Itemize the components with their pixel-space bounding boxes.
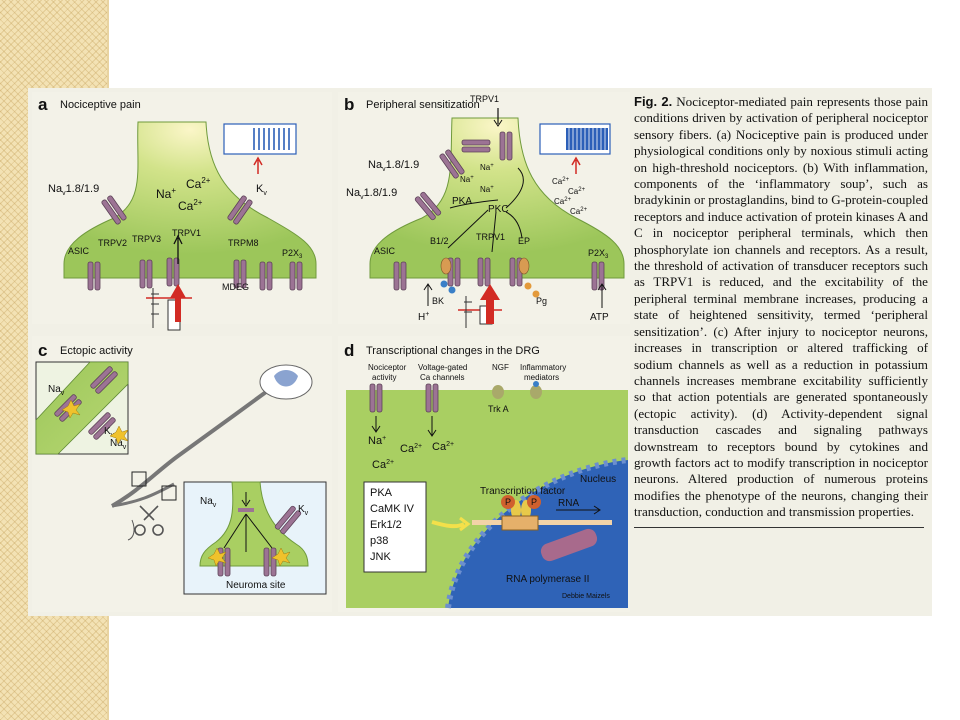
panel-c-title: Ectopic activity bbox=[60, 345, 133, 357]
figure-label: Fig. 2. bbox=[634, 94, 673, 109]
figure-caption: Fig. 2. Nociceptor-mediated pain represe… bbox=[634, 94, 928, 614]
nav-label-c2: Nav bbox=[110, 438, 127, 451]
ca-label-d2: Ca2+ bbox=[432, 441, 454, 453]
ca-label-a1: Ca2+ bbox=[186, 176, 211, 191]
kv-label-c2: Kv bbox=[298, 504, 309, 517]
nav-label-c1: Nav bbox=[48, 384, 65, 397]
na-label-b1: Na+ bbox=[480, 163, 494, 172]
inflammatory-label: Inflammatory bbox=[520, 363, 566, 372]
ca-label-b3: Ca2+ bbox=[554, 197, 572, 206]
artist-credit: Debbie Maizels bbox=[562, 593, 610, 600]
nociceptor-label: Nociceptor bbox=[368, 363, 407, 372]
panel-b-letter: b bbox=[344, 95, 354, 114]
asic-label-b: ASIC bbox=[374, 246, 396, 256]
mediators-label: mediators bbox=[524, 373, 559, 382]
caption-text: Nociceptor-mediated pain represents thos… bbox=[634, 94, 929, 520]
panel-c: c Ectopic activity Nav Kv Nav Nav bbox=[32, 336, 332, 612]
nav-lower-label-b: Nav1.8/1.9 bbox=[346, 187, 397, 201]
kinase-item: JNK bbox=[370, 551, 391, 563]
asic-label-a: ASIC bbox=[68, 246, 90, 256]
bk-label-b: BK bbox=[432, 296, 444, 306]
panel-a: a Nociceptive pain Nav1.8/1.9 Na+ Ca2+ C… bbox=[32, 92, 332, 331]
pka-label-b: PKA bbox=[452, 196, 472, 207]
panel-d-letter: d bbox=[344, 341, 354, 360]
dna-strand bbox=[472, 520, 612, 525]
mdeg-label-a: MDEG bbox=[222, 282, 249, 292]
ca-label-b4: Ca2+ bbox=[570, 207, 588, 216]
ca-label-d3: Ca2+ bbox=[372, 459, 394, 471]
nav-upper-label-b: Nav1.8/1.9 bbox=[368, 159, 419, 173]
p2x3-label-b: P2X3 bbox=[588, 248, 609, 260]
trpv1-top-label-b: TRPV1 bbox=[470, 94, 499, 104]
panel-d: d Transcriptional changes in the DRG Noc… bbox=[338, 336, 630, 612]
kinase-item: PKA bbox=[370, 487, 393, 499]
voltage-gated-label: Voltage-gated bbox=[418, 363, 467, 372]
na-label-b2: Na+ bbox=[460, 175, 474, 184]
trka-label: Trk A bbox=[488, 404, 509, 414]
neuroma-label: Neuroma site bbox=[226, 580, 286, 591]
na-label-d: Na+ bbox=[368, 435, 386, 447]
trpv1-label-a: TRPV1 bbox=[172, 228, 201, 238]
trpv2-label-a: TRPV2 bbox=[98, 238, 127, 248]
trpv1-label-b: TRPV1 bbox=[476, 232, 505, 242]
ca-label-b1: Ca2+ bbox=[552, 177, 570, 186]
transcription-factor-label: Transcription factor bbox=[480, 486, 566, 497]
figure-diagram: a Nociceptive pain Nav1.8/1.9 Na+ Ca2+ C… bbox=[32, 92, 630, 612]
spike-train-a bbox=[253, 128, 290, 150]
phospho-p1: P bbox=[505, 497, 511, 507]
ca-channels-label: Ca channels bbox=[420, 373, 464, 382]
nucleus-label: Nucleus bbox=[580, 474, 616, 485]
pg-label-b: Pg bbox=[536, 296, 547, 306]
phospho-p2: P bbox=[531, 497, 537, 507]
panel-d-title: Transcriptional changes in the DRG bbox=[366, 345, 540, 357]
caption-rule bbox=[634, 526, 924, 528]
rna-label: RNA bbox=[558, 498, 579, 509]
kv-label-a: Kv bbox=[256, 183, 267, 197]
na-label-a: Na+ bbox=[156, 186, 176, 201]
stimulus-b bbox=[458, 284, 502, 328]
nav-label-c3: Nav bbox=[200, 496, 217, 509]
terminal-a bbox=[63, 121, 317, 279]
ep-label-b: EP bbox=[518, 236, 530, 246]
p2x3-label-a: P2X3 bbox=[282, 248, 303, 260]
nav-label-a: Nav1.8/1.9 bbox=[48, 183, 99, 197]
stimulus-a bbox=[146, 284, 192, 331]
panel-a-letter: a bbox=[38, 95, 48, 114]
atp-label-b: ATP bbox=[590, 312, 609, 323]
raster-box-a bbox=[223, 123, 297, 155]
panel-a-title: Nociceptive pain bbox=[60, 99, 141, 111]
pkc-label-b: PKC bbox=[488, 204, 509, 215]
ca-label-d1: Ca2+ bbox=[400, 443, 422, 455]
trpv3-label-a: TRPV3 bbox=[132, 234, 161, 244]
panel-c-letter: c bbox=[38, 341, 47, 360]
spike-train-b bbox=[566, 128, 608, 150]
ca-label-b2: Ca2+ bbox=[568, 187, 586, 196]
panel-b-title: Peripheral sensitization bbox=[366, 99, 480, 111]
activity-label: activity bbox=[372, 373, 396, 382]
terminal-b bbox=[369, 117, 625, 279]
na-label-b3: Na+ bbox=[480, 185, 494, 194]
trpm8-label-a: TRPM8 bbox=[228, 238, 259, 248]
kinase-box bbox=[363, 481, 427, 573]
panel-b: b Peripheral sensitization bbox=[338, 92, 630, 328]
ca-label-a2: Ca2+ bbox=[178, 198, 203, 213]
rna-polymerase-label: RNA polymerase II bbox=[506, 574, 589, 585]
kinase-item: p38 bbox=[370, 535, 388, 547]
ngf-label: NGF bbox=[492, 363, 509, 372]
nucleus-d bbox=[448, 460, 628, 608]
figure-image: a Nociceptive pain Nav1.8/1.9 Na+ Ca2+ C… bbox=[28, 88, 932, 616]
kinase-item: CaMK IV bbox=[370, 503, 415, 515]
h-plus-label-b: H+ bbox=[418, 311, 429, 323]
b12-label-b: B1/2 bbox=[430, 236, 449, 246]
kinase-item: Erk1/2 bbox=[370, 519, 402, 531]
